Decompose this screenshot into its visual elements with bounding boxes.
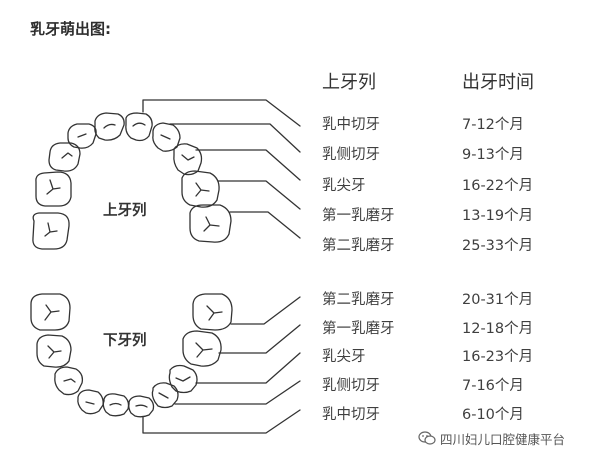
upper-tooth-name-lateral-incisor: 乳侧切牙	[322, 147, 380, 163]
lower-left-first-molar	[36, 334, 72, 368]
upper-tooth-name-first-molar: 第一乳磨牙	[322, 208, 395, 224]
lower-tooth-name-lateral-incisor: 乳侧切牙	[322, 378, 380, 394]
leader-line-upper-first-molar	[217, 180, 301, 210]
upper-tooth-age-central-incisor: 7-12个月	[462, 117, 524, 133]
lower-right-lateral-incisor	[151, 382, 179, 409]
wechat-icon	[418, 431, 436, 445]
upper-right-canine	[173, 143, 203, 176]
column-header-eruption-time: 出牙时间	[462, 72, 534, 93]
chart-heading: 乳牙萌出图:	[30, 20, 111, 38]
lower-right-canine	[168, 364, 198, 394]
leader-line-upper-canine	[195, 149, 301, 181]
upper-tooth-name-second-molar: 第二乳磨牙	[322, 238, 395, 254]
upper-right-lateral-incisor	[152, 122, 181, 152]
lower-tooth-age-canine: 16-23个月	[462, 349, 534, 365]
upper-right-first-molar	[181, 170, 220, 208]
lower-right-first-molar	[182, 330, 222, 367]
upper-tooth-age-first-molar: 13-19个月	[462, 208, 534, 224]
lower-tooth-age-second-molar: 20-31个月	[462, 292, 534, 308]
upper-left-first-molar	[35, 171, 72, 207]
lower-tooth-age-first-molar: 12-18个月	[462, 321, 534, 337]
lower-left-canine	[54, 366, 84, 396]
lower-left-lateral-incisor	[77, 389, 104, 415]
leader-line-lower-canine	[195, 352, 301, 384]
lower-right-central-incisor	[128, 395, 155, 418]
leader-line-upper-lateral-incisor	[169, 123, 301, 153]
source-watermark: 四川妇儿口腔健康平台	[418, 428, 565, 448]
lower-right-second-molar	[192, 293, 233, 331]
leader-line-lower-second-molar	[230, 296, 301, 325]
upper-tooth-age-second-molar: 25-33个月	[462, 238, 534, 254]
lower-left-central-incisor	[102, 393, 130, 417]
upper-left-second-molar	[32, 212, 70, 250]
watermark-text: 四川妇儿口腔健康平台	[440, 431, 566, 447]
lower-left-second-molar	[30, 293, 71, 331]
upper-left-canine	[48, 142, 81, 172]
upper-right-central-incisor	[125, 112, 153, 142]
lower-tooth-age-lateral-incisor: 7-16个月	[462, 378, 524, 394]
leader-line-lower-central-incisor	[142, 409, 301, 434]
upper-left-lateral-incisor	[67, 123, 97, 149]
leader-line-upper-central-incisor	[142, 99, 301, 127]
leader-line-lower-lateral-incisor	[174, 380, 301, 405]
lower-tooth-name-first-molar: 第一乳磨牙	[322, 321, 395, 337]
upper-tooth-age-canine: 16-22个月	[462, 178, 534, 194]
upper-tooth-name-canine: 乳尖牙	[322, 178, 366, 194]
lower-tooth-age-central-incisor: 6-10个月	[462, 407, 524, 423]
lower-tooth-name-second-molar: 第二乳磨牙	[322, 292, 395, 308]
upper-right-second-molar	[189, 204, 232, 243]
leader-line-upper-second-molar	[229, 211, 301, 239]
upper-left-central-incisor	[94, 112, 125, 141]
upper-arch-label: 上牙列	[103, 203, 147, 219]
lower-arch-label: 下牙列	[103, 333, 147, 349]
upper-tooth-age-lateral-incisor: 9-13个月	[462, 147, 524, 163]
lower-tooth-name-canine: 乳尖牙	[322, 349, 366, 365]
leader-line-lower-first-molar	[218, 324, 301, 354]
upper-tooth-name-central-incisor: 乳中切牙	[322, 117, 380, 133]
lower-tooth-name-central-incisor: 乳中切牙	[322, 407, 380, 423]
column-header-arch: 上牙列	[322, 72, 376, 93]
